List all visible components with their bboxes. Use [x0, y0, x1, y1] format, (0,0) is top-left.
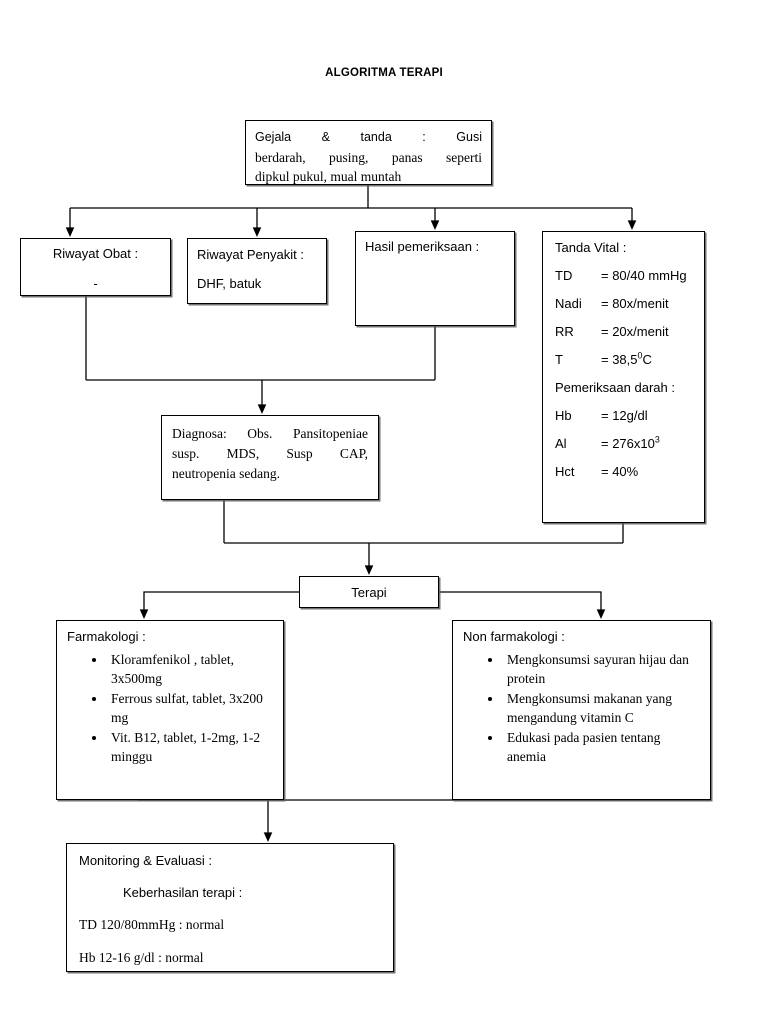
box-non-farmakologi: Non farmakologi : Mengkonsumsi sayuran h…: [452, 620, 711, 800]
diagnosa-line-3: neutropenia sedang.: [172, 466, 280, 481]
box-farmakologi: Farmakologi : Kloramfenikol , tablet, 3x…: [56, 620, 284, 800]
gejala-line-2: berdarah, pusing, panas seperti: [255, 149, 482, 165]
vital-value-td: = 80/40 mmHg: [601, 268, 687, 283]
vital-t-superscript: 0: [637, 350, 643, 361]
blood-key-hct: Hct: [555, 464, 575, 479]
vital-key-t: T: [555, 352, 563, 367]
farmakologi-header: Farmakologi :: [67, 629, 146, 644]
connector-to-farmakologi: [139, 591, 299, 619]
vital-value-nadi: = 80x/menit: [601, 296, 669, 311]
pemeriksaan-darah-header: Pemeriksaan darah :: [555, 380, 675, 395]
connector-to-nonfarmakologi: [439, 591, 606, 619]
monitoring-header: Monitoring & Evaluasi :: [79, 853, 212, 868]
vital-value-t: = 38,50C: [601, 350, 652, 367]
diagnosa-line-1: Diagnosa: Obs. Pansitopeniae: [172, 426, 368, 441]
blood-value-al: = 276x103: [601, 434, 660, 451]
list-item: Mengkonsumsi sayuran hijau dan protein: [503, 650, 700, 688]
hasil-pemeriksaan-header: Hasil pemeriksaan :: [365, 239, 480, 254]
list-item: Vit. B12, tablet, 1-2mg, 1-2 minggu: [107, 728, 273, 766]
gejala-line-1: Gejala & tanda : Gusi: [255, 130, 482, 144]
box-riwayat-penyakit: Riwayat Penyakit : DHF, batuk: [187, 238, 327, 304]
blood-row-hct: Hct = 40%: [555, 464, 704, 479]
page-title: ALGORITMA TERAPI: [325, 67, 443, 79]
list-item: Edukasi pada pasien tentang anemia: [503, 728, 700, 766]
box-monitoring-evaluasi: Monitoring & Evaluasi : Keberhasilan ter…: [66, 843, 394, 972]
tanda-vital-header: Tanda Vital :: [555, 240, 627, 255]
blood-value-hct: = 40%: [601, 464, 639, 479]
list-item: Kloramfenikol , tablet, 3x500mg: [107, 650, 273, 688]
non-farmakologi-list: Mengkonsumsi sayuran hijau dan protein M…: [463, 650, 700, 766]
vital-row-td: TD = 80/40 mmHg: [555, 268, 704, 283]
box-tanda-vital: Tanda Vital : TD = 80/40 mmHg Nadi = 80x/m…: [542, 231, 705, 523]
box-riwayat-obat: Riwayat Obat : -: [20, 238, 171, 296]
riwayat-penyakit-value: DHF, batuk: [197, 276, 262, 291]
vital-key-nadi: Nadi: [555, 296, 582, 311]
vital-row-rr: RR = 20x/menit: [555, 324, 704, 339]
blood-key-al: Al: [555, 436, 567, 451]
non-farmakologi-header: Non farmakologi :: [463, 629, 565, 644]
riwayat-penyakit-header: Riwayat Penyakit :: [197, 247, 304, 262]
riwayat-obat-value: -: [93, 276, 98, 291]
box-hasil-pemeriksaan: Hasil pemeriksaan :: [355, 231, 515, 326]
blood-al-superscript: 3: [654, 434, 660, 445]
vital-key-td: TD: [555, 268, 573, 283]
blood-value-hb: = 12g/dl: [601, 408, 648, 423]
gejala-line-3: dipkul pukul, mual muntah: [255, 169, 402, 184]
riwayat-obat-header: Riwayat Obat :: [52, 246, 139, 261]
box-diagnosa: Diagnosa: Obs. Pansitopeniae susp. MDS, …: [161, 415, 379, 500]
blood-key-hb: Hb: [555, 408, 572, 423]
vital-t-base: = 38,5: [601, 352, 638, 367]
diagnosa-line-2: susp. MDS, Susp CAP,: [172, 446, 368, 461]
farmakologi-list: Kloramfenikol , tablet, 3x500mg Ferrous …: [67, 650, 273, 766]
list-item: Mengkonsumsi makanan yang mengandung vit…: [503, 689, 700, 727]
vital-row-nadi: Nadi = 80x/menit: [555, 296, 704, 311]
vital-key-rr: RR: [555, 324, 574, 339]
blood-row-al: Al = 276x103: [555, 434, 704, 451]
vital-row-t: T = 38,50C: [555, 350, 704, 367]
box-terapi: Terapi: [299, 576, 439, 608]
monitoring-row-td: TD 120/80mmHg : normal: [79, 917, 225, 932]
vital-t-tail: C: [642, 352, 652, 367]
blood-al-base: = 276x10: [601, 436, 655, 451]
list-item: Ferrous sulfat, tablet, 3x200 mg: [107, 689, 273, 727]
vital-value-rr: = 20x/menit: [601, 324, 669, 339]
box-gejala-tanda: Gejala & tanda : Gusi berdarah, pusing, …: [245, 120, 492, 185]
blood-row-hb: Hb = 12g/dl: [555, 408, 704, 423]
terapi-label: Terapi: [351, 584, 387, 600]
monitoring-row-hb: Hb 12-16 g/dl : normal: [79, 950, 204, 965]
monitoring-subheader: Keberhasilan terapi :: [123, 885, 243, 900]
